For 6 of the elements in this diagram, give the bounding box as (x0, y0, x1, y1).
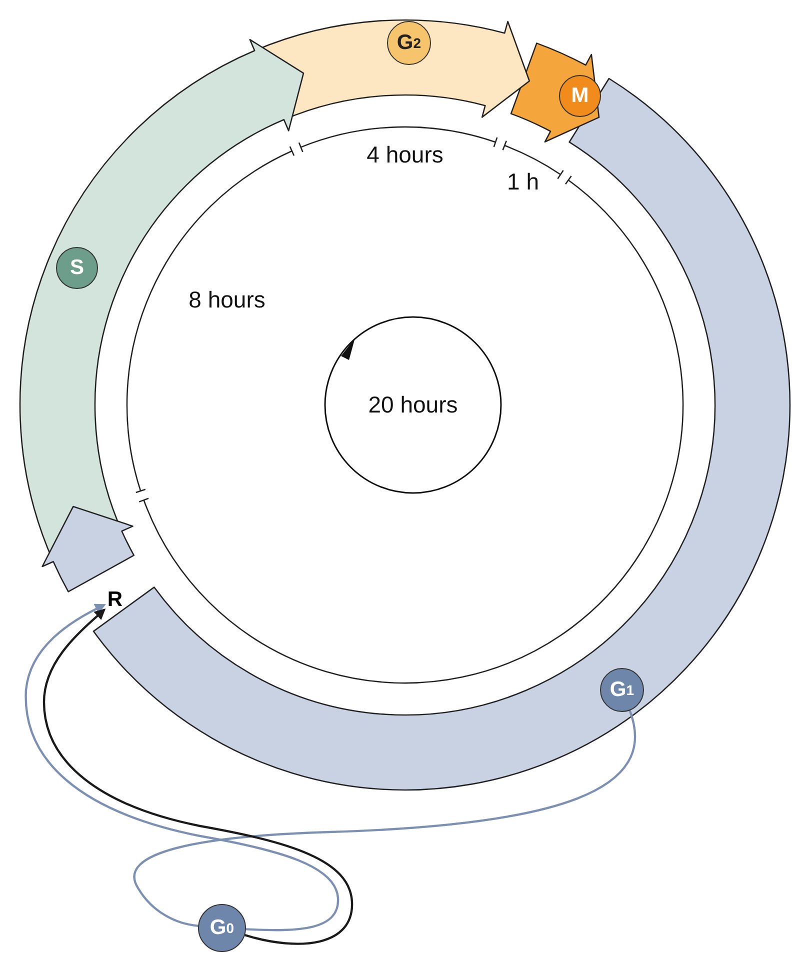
connector-line (133, 710, 636, 927)
duration-label: 4 hours (366, 142, 444, 168)
duration-label: 8 hours (188, 286, 266, 314)
checkpoint-label: R (104, 588, 126, 612)
cycle-duration-label: 20 hours (368, 392, 458, 418)
duration-label: 1 h (507, 168, 539, 196)
